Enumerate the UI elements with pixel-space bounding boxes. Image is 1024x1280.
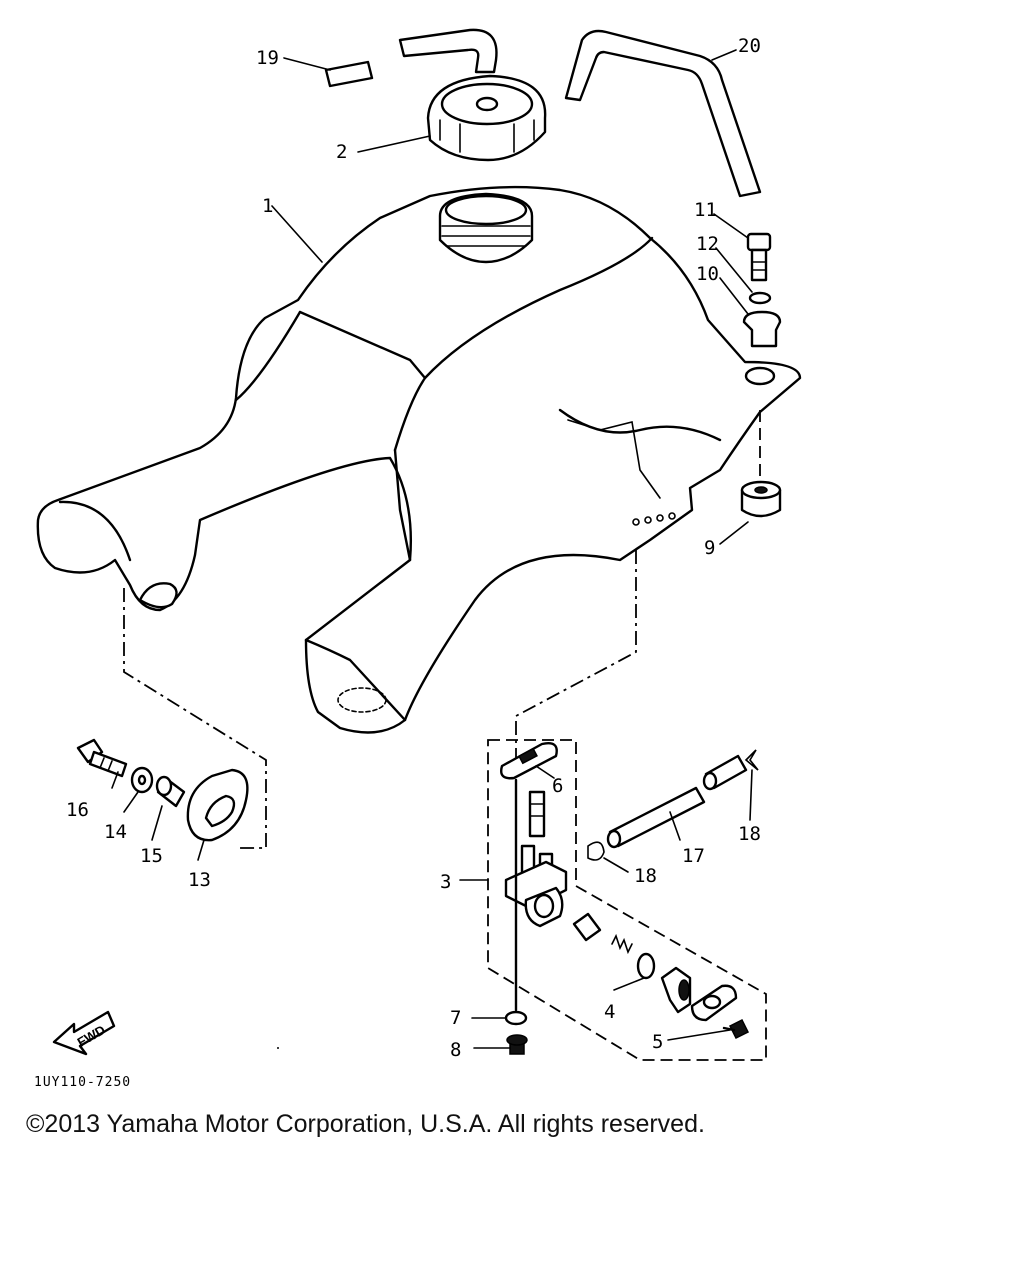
callout-4: 4 [604, 1001, 615, 1023]
lever-plate [690, 984, 738, 1022]
callout-13: 13 [188, 869, 211, 891]
filter-cup [572, 912, 602, 942]
callout-10: 10 [696, 263, 719, 285]
copyright-notice: ©2013 Yamaha Motor Corporation, U.S.A. A… [26, 1110, 705, 1138]
callout-9: 9 [704, 537, 715, 559]
bolt-11 [746, 232, 772, 282]
fuel-cock-lever [660, 966, 692, 1014]
callout-16: 16 [66, 799, 89, 821]
callout-5: 5 [652, 1031, 663, 1053]
tank-strap-20 [564, 29, 762, 198]
fuel-cock-assembly-outline [487, 739, 767, 1061]
callout-7: 7 [450, 1007, 461, 1029]
washer-12 [748, 291, 772, 305]
callout-3: 3 [440, 871, 451, 893]
gasket-6 [500, 742, 558, 780]
callout-14: 14 [104, 821, 127, 843]
collar-15 [155, 775, 186, 808]
bolt-16 [76, 738, 128, 778]
callout-20: 20 [738, 35, 761, 57]
callout-15: 15 [140, 845, 163, 867]
callout-19: 19 [256, 47, 279, 69]
callout-18-upper: 18 [738, 823, 761, 845]
callout-11: 11 [694, 199, 717, 221]
fuel-tank-exploded-diagram: 19 2 1 20 11 12 10 9 16 14 15 13 3 6 18 … [34, 28, 802, 1090]
fuel-tank-1 [36, 185, 802, 734]
grommet-9 [740, 480, 782, 518]
washer-14 [130, 766, 154, 794]
grommet-13 [186, 768, 249, 842]
callout-12: 12 [696, 233, 719, 255]
callout-17: 17 [682, 845, 705, 867]
screw-5 [722, 1018, 750, 1040]
collar-10 [742, 310, 782, 348]
callout-8: 8 [450, 1039, 461, 1061]
breather-hose-19 [324, 28, 498, 88]
drawing-code: 1UY110-7250 [34, 1075, 131, 1090]
spring [611, 933, 633, 955]
callout-1: 1 [262, 195, 273, 217]
drain-bolt-8 [506, 1034, 528, 1055]
clamp-18-upper [744, 749, 759, 771]
leader-tank-to-grommet-13 [123, 588, 267, 849]
gasket-7 [504, 1010, 528, 1026]
o-ring-4 [636, 952, 656, 980]
callout-2: 2 [336, 141, 347, 163]
clamp-18-lower [587, 841, 605, 861]
fuel-cock-3 [504, 790, 568, 928]
fuel-cap-2 [426, 74, 547, 162]
leader-tank-to-fuel-cock [515, 550, 637, 760]
fuel-hose-17 [606, 754, 748, 849]
callout-6: 6 [552, 775, 563, 797]
forward-arrow-icon: FWD [52, 1010, 116, 1056]
callout-18-lower: 18 [634, 865, 657, 887]
